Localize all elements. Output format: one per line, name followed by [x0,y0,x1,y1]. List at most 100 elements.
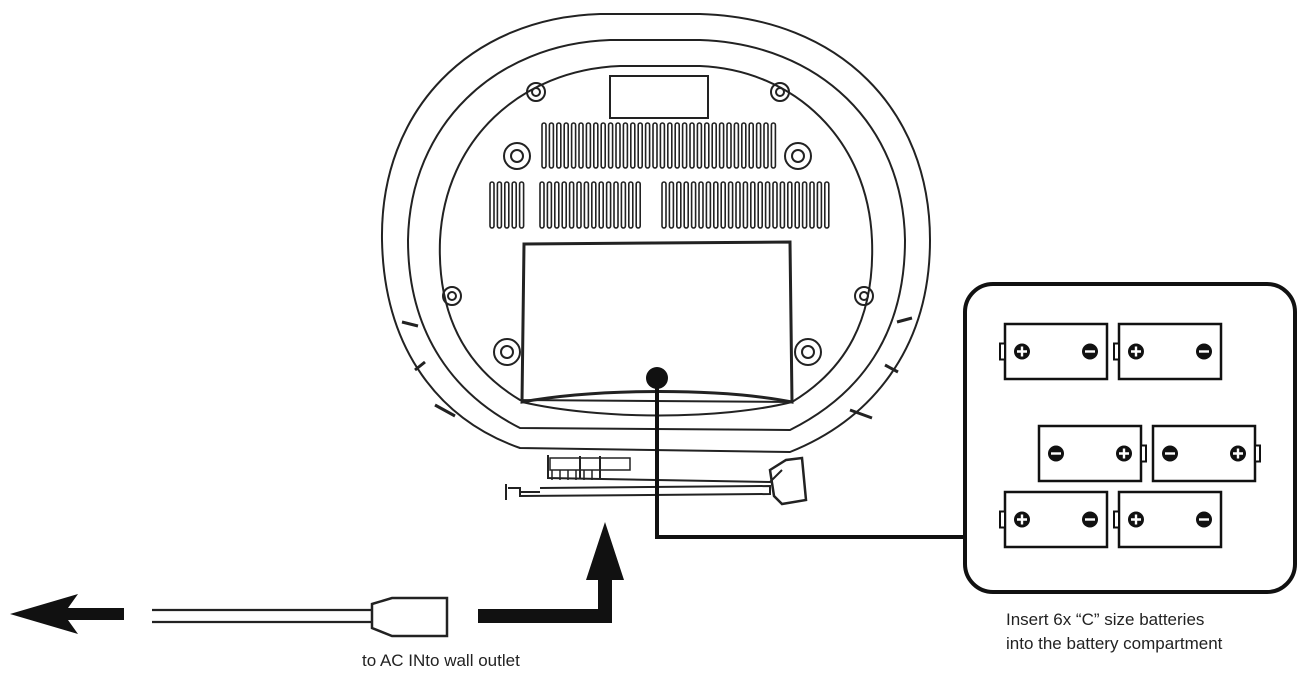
vent-slot [816,181,823,229]
vent-slot [675,181,682,229]
vent-slot [503,181,510,229]
vent-slot [620,181,627,229]
vent-slot [720,181,727,229]
battery-door-lip [521,401,793,417]
battery-terminal [1113,342,1120,361]
vent-slot [583,181,590,229]
vent-slot [683,181,690,229]
vent-slot [496,181,503,229]
vent-slot [809,181,815,229]
ac-plug-icon [370,596,449,638]
vent-slot [772,181,778,229]
battery-terminal [1254,444,1261,463]
vent-slot [613,181,619,229]
device-connector-block [549,457,631,480]
minus-terminal-icon [1048,445,1064,462]
battery [1113,322,1223,381]
device-back-view [380,13,932,506]
vent-slot [518,181,525,229]
vent-slot [698,181,704,229]
battery-terminal [1140,444,1147,463]
vent-slot [661,181,667,229]
vent-slot [696,122,703,169]
vent-slot [735,181,741,229]
vent-slot [742,181,749,229]
vent-slot [511,181,518,229]
vent-slot [705,181,712,229]
vent-slot [690,181,697,229]
vent-slot [592,122,599,169]
vent-slot [681,122,688,169]
vent-slot [555,122,562,169]
minus-terminal-icon [1162,445,1178,462]
battery-caption-line-2: into the battery compartment [1006,634,1223,653]
battery-terminal [999,342,1006,361]
battery-caption: Insert 6x “C” size batteries into the ba… [1006,608,1222,656]
plus-terminal-icon [1230,445,1246,462]
battery [1151,424,1261,483]
vent-slot [539,181,545,229]
compartment-leader-line [646,367,965,539]
device-outer-shell [380,13,932,454]
power-cord [152,608,372,624]
vent-slot [764,181,771,229]
vent-slot [553,181,560,229]
minus-terminal-icon [1082,343,1098,360]
plus-terminal-icon [1128,343,1144,360]
vent-slot [786,181,793,229]
vent-slot [568,181,575,229]
vent-slot [590,181,597,229]
device-base [547,455,783,484]
vent-slot [615,122,621,169]
vent-slot [585,122,592,169]
vent-slot [763,122,769,169]
vent-slot [712,181,719,229]
vent-slot [546,181,553,229]
plus-terminal-icon [1014,511,1030,528]
ac-caption: to AC INto wall outlet [362,651,520,670]
vent-slot [644,122,651,169]
vent-slot [757,181,764,229]
vent-slot [489,181,495,229]
device-label-plate [609,75,709,119]
vent-slot [563,122,570,169]
antenna [505,484,771,500]
battery-group [999,322,1261,549]
device-shell-line [406,39,907,432]
vent-slot [598,181,605,229]
vent-slot [749,181,756,229]
plus-terminal-icon [1116,445,1132,462]
vent-slot [755,122,762,169]
up-arrow [478,522,624,623]
plus-terminal-icon [1014,343,1030,360]
vent-slot [770,122,777,169]
vent-slot [779,181,786,229]
vent-slot [711,122,718,169]
minus-terminal-icon [1082,511,1098,528]
plus-terminal-icon [1128,511,1144,528]
vent-slot [578,122,584,169]
vent-slot [561,181,568,229]
battery [999,322,1109,381]
power-connection [10,522,624,638]
vent-slot [748,122,755,169]
vent-slot [541,122,547,169]
vent-slot [689,122,695,169]
battery-terminal [1113,510,1120,529]
minus-terminal-icon [1196,343,1212,360]
vent-slot [666,122,673,169]
device-screws [442,82,874,366]
vent-slot [607,122,614,169]
vent-slot [674,122,681,169]
vent-slot [733,122,740,169]
vent-slot [703,122,710,169]
battery-terminal [999,510,1006,529]
vent-slot [635,181,642,229]
vent-slot [794,181,801,229]
vent-slot [548,122,555,169]
leader-line [655,378,965,539]
speaker-vent-slots [489,122,830,229]
vent-slot [740,122,747,169]
vent-slot [629,122,636,169]
